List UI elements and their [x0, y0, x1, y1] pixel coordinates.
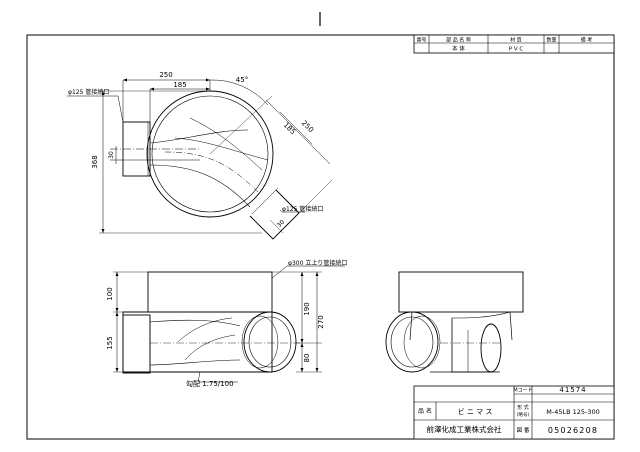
- doc-label: 図 番: [517, 427, 530, 434]
- dim-155: 155: [106, 336, 114, 349]
- dim-angle: 45°: [236, 76, 248, 84]
- plan-channel-upper: [149, 129, 249, 144]
- code-label: Mコード: [513, 388, 532, 394]
- side-outlet-right: [480, 323, 502, 373]
- dim-190: 190: [303, 302, 311, 315]
- dim-368: 368: [91, 155, 99, 168]
- row-part-name: 本 体: [452, 45, 465, 53]
- drawing-border: [26, 34, 615, 440]
- model-value: M-45LB 125-300: [546, 408, 600, 416]
- name-value: ビ ニ マ ス: [458, 407, 493, 416]
- side-outlet-left: [385, 311, 439, 373]
- dim-185-top: 185: [173, 81, 186, 89]
- front-view: [113, 265, 345, 383]
- plan-diagonal-pipe: [249, 189, 300, 240]
- parts-table: 番号 部 品 名 称 材 質 数量 備 考 本 体 P V C: [413, 34, 615, 54]
- dim-270: 270: [317, 315, 325, 328]
- row-material: P V C: [509, 47, 524, 53]
- model-sub: (略号): [517, 411, 530, 418]
- model-label: 形 式: [517, 404, 529, 411]
- dim-30-small: 30: [276, 219, 286, 229]
- doc-number: 05026208: [548, 426, 598, 435]
- plan-channel-lower: [149, 164, 251, 208]
- code-value: 41574: [559, 386, 586, 394]
- header-part-name: 部 品 名 称: [446, 37, 471, 44]
- name-label: 品 名: [418, 407, 432, 415]
- dim-80: 80: [303, 354, 311, 363]
- side-view: [385, 271, 524, 373]
- dim-250-diag: 250: [300, 119, 315, 134]
- side-riser: [398, 271, 524, 313]
- dim-100: 100: [106, 287, 114, 300]
- title-block: Mコード 41574 品 名 ビ ニ マ ス 形 式 (略号) M-45LB 1…: [413, 385, 615, 440]
- label-riser: φ300 立上り管接続口: [288, 259, 347, 267]
- plan-view: [67, 78, 333, 240]
- front-riser: [147, 271, 273, 313]
- header-no: 番号: [416, 37, 426, 44]
- label-pipe-right: φ125 管接続口: [282, 205, 323, 213]
- front-left-pipe: [122, 314, 151, 374]
- dim-250-top: 250: [159, 71, 172, 79]
- company-name: 前澤化成工業株式会社: [427, 424, 502, 434]
- dim-30-offset: 30: [108, 151, 115, 159]
- header-qty: 数量: [546, 37, 556, 44]
- plan-inner-circle: [151, 95, 269, 213]
- label-slope: 勾配 1.75/100: [186, 379, 234, 388]
- front-outlet-outer: [243, 311, 297, 373]
- header-material: 材 質: [510, 37, 522, 44]
- label-pipe-left: φ125 管接続口: [68, 88, 109, 96]
- dim-185-diag: 185: [282, 121, 297, 136]
- header-remarks: 備 考: [581, 37, 593, 44]
